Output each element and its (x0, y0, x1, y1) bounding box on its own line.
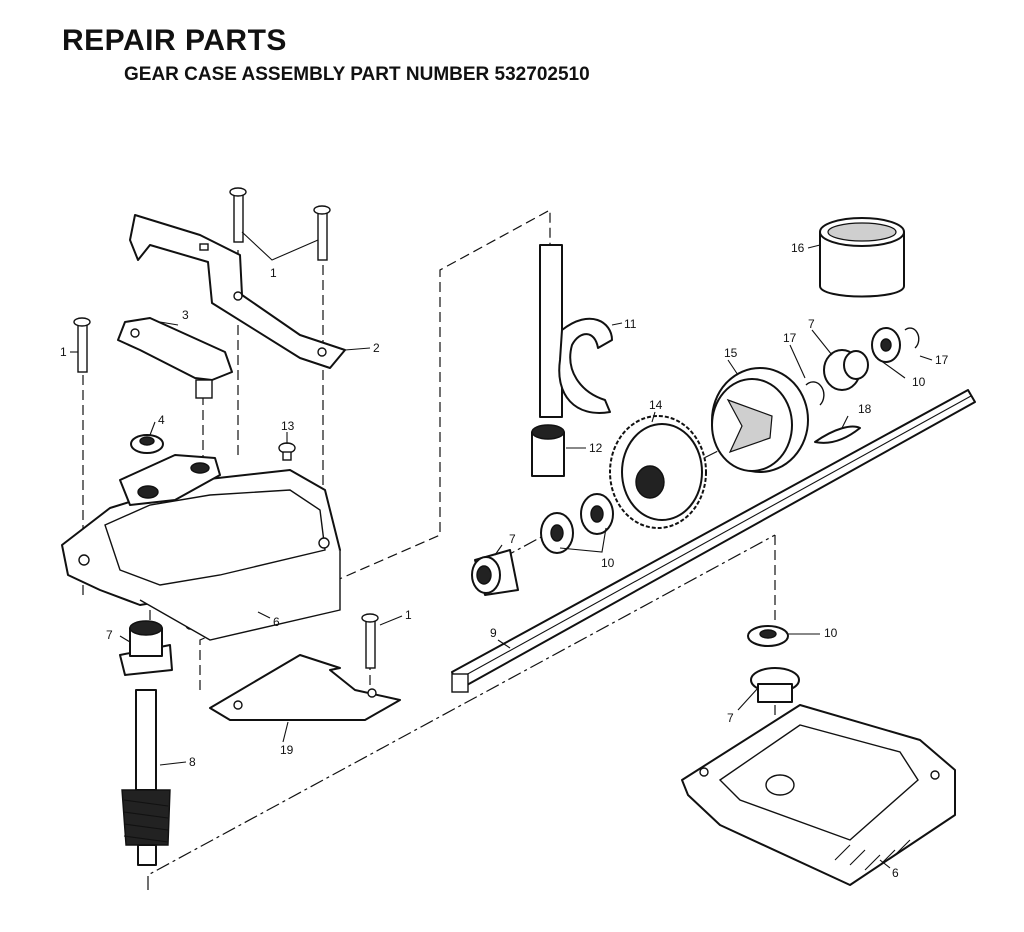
callout-16: 16 (791, 241, 805, 255)
callout-1-top: 1 (270, 266, 277, 280)
part-plate-19 (209, 654, 401, 721)
part-shift-fork (539, 244, 613, 418)
callout-19: 19 (280, 743, 294, 757)
callout-labels: 1 1 1 2 3 4 6 6 7 7 7 7 8 9 10 10 10 11 … (60, 241, 949, 880)
callout-12: 12 (589, 441, 603, 455)
callout-10-top-right: 10 (912, 375, 926, 389)
callout-3: 3 (182, 308, 189, 322)
callout-7-top-right: 7 (808, 317, 815, 331)
callout-9: 9 (490, 626, 497, 640)
part-gear-case-upper (61, 454, 341, 641)
page-subtitle: GEAR CASE ASSEMBLY PART NUMBER 532702510 (124, 64, 590, 85)
callout-6-right: 6 (892, 866, 899, 880)
part-bearing-7-top-right (823, 349, 869, 391)
part-collar-12 (531, 424, 565, 477)
callout-13: 13 (281, 419, 295, 433)
callout-leaders (70, 231, 933, 869)
callout-17-a: 17 (783, 331, 797, 345)
callout-1-middle: 1 (405, 608, 412, 622)
part-gear-case-lower (681, 704, 956, 886)
callout-7-middle: 7 (509, 532, 516, 546)
callout-6-left: 6 (273, 615, 280, 629)
part-mounting-bracket (129, 214, 346, 369)
callout-10-right: 10 (824, 626, 838, 640)
part-gear-14 (609, 415, 707, 529)
callout-10-middle: 10 (601, 556, 615, 570)
part-washer-10-lower (747, 625, 789, 647)
part-key-18 (814, 425, 861, 444)
page-title: REPAIR PARTS (62, 24, 287, 57)
part-screws (73, 187, 379, 669)
callout-18: 18 (858, 402, 872, 416)
callout-17-b: 17 (935, 353, 949, 367)
part-snap-rings-17 (805, 327, 920, 406)
part-washer-4 (130, 434, 164, 454)
callout-2: 2 (373, 341, 380, 355)
part-bearing-7-lower (750, 667, 800, 703)
callout-8: 8 (189, 755, 196, 769)
callout-7-right: 7 (727, 711, 734, 725)
part-bearing-7-middle (471, 549, 519, 596)
callout-1-left: 1 (60, 345, 67, 359)
callout-14: 14 (649, 398, 663, 412)
callout-7-left: 7 (106, 628, 113, 642)
part-plug-13 (278, 442, 296, 461)
callout-11: 11 (624, 317, 637, 331)
part-bearing-7-left (119, 620, 173, 676)
part-washers-10-middle (540, 493, 614, 554)
callout-4: 4 (158, 413, 165, 427)
part-washer-10-top-right (871, 327, 901, 363)
part-worm-shaft (121, 689, 171, 866)
part-sprocket-15 (711, 367, 809, 473)
callout-15: 15 (724, 346, 738, 360)
part-axle-9 (451, 389, 976, 693)
part-bushing-16 (819, 217, 905, 298)
part-shift-arm (117, 317, 233, 399)
